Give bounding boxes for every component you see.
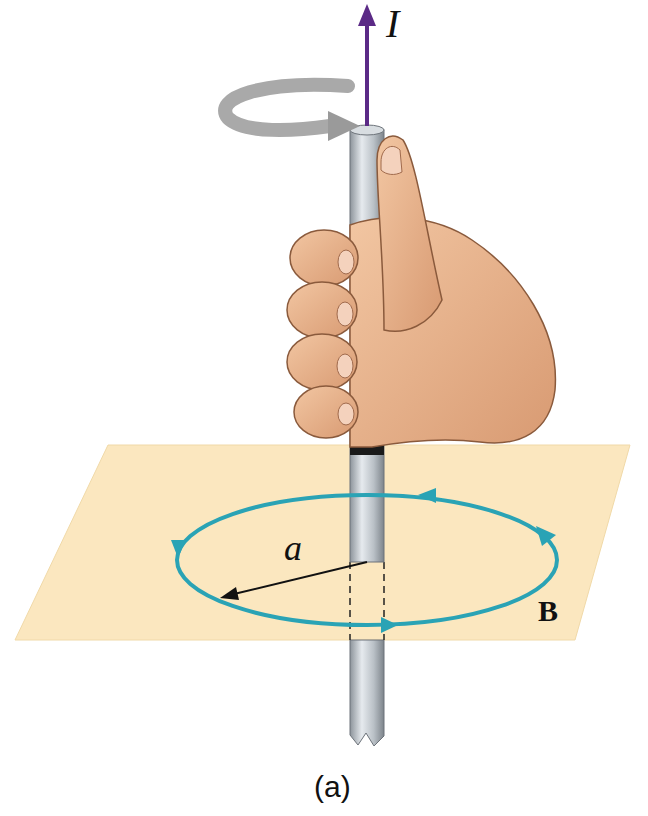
radius-label: a — [284, 530, 302, 566]
field-arrow — [381, 617, 398, 633]
fingernail — [337, 302, 353, 326]
finger — [290, 230, 358, 286]
wire-hidden-edge — [349, 562, 351, 640]
radius-line — [234, 562, 367, 594]
field-arrow — [536, 526, 556, 546]
field-label: B — [538, 596, 558, 626]
fingernail — [338, 403, 354, 425]
current-label: I — [386, 4, 399, 44]
fingernail — [337, 354, 353, 378]
figure-caption: (a) — [314, 772, 351, 802]
field-line — [177, 495, 557, 625]
finger — [294, 386, 358, 438]
field-arrow — [418, 488, 436, 503]
fingernail — [338, 250, 354, 274]
current-arrowhead — [358, 4, 376, 26]
field-arrow — [171, 540, 186, 558]
plane — [15, 445, 630, 640]
thumb — [377, 136, 442, 331]
wire-lower — [350, 640, 384, 746]
radius-arrowhead — [220, 587, 239, 600]
finger — [287, 282, 357, 338]
thumbnail — [381, 146, 402, 174]
current-arrow — [365, 22, 369, 126]
finger — [287, 334, 357, 390]
curl-arrowhead — [328, 111, 360, 141]
